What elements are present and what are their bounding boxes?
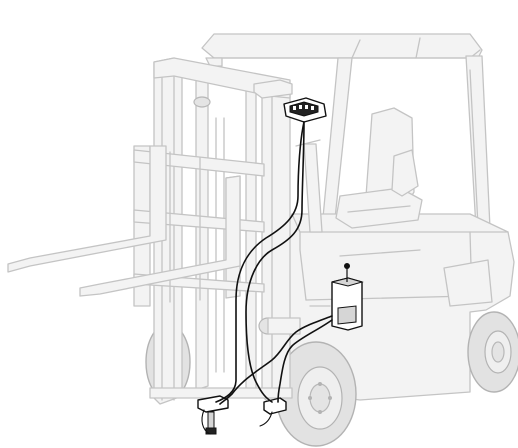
right-fork (79, 175, 241, 297)
rear-wheel (467, 311, 518, 393)
tilt-cylinder (258, 317, 301, 335)
overhead-guard (201, 33, 491, 229)
sensor-cables (201, 121, 333, 435)
operator-seat (335, 107, 423, 229)
left-fork (7, 145, 167, 273)
sensor-unit (197, 395, 287, 435)
control-box (331, 263, 364, 331)
mast-assembly (149, 57, 293, 405)
front-wheel (275, 341, 357, 447)
display-unit (283, 97, 327, 123)
steering-column (295, 139, 323, 233)
